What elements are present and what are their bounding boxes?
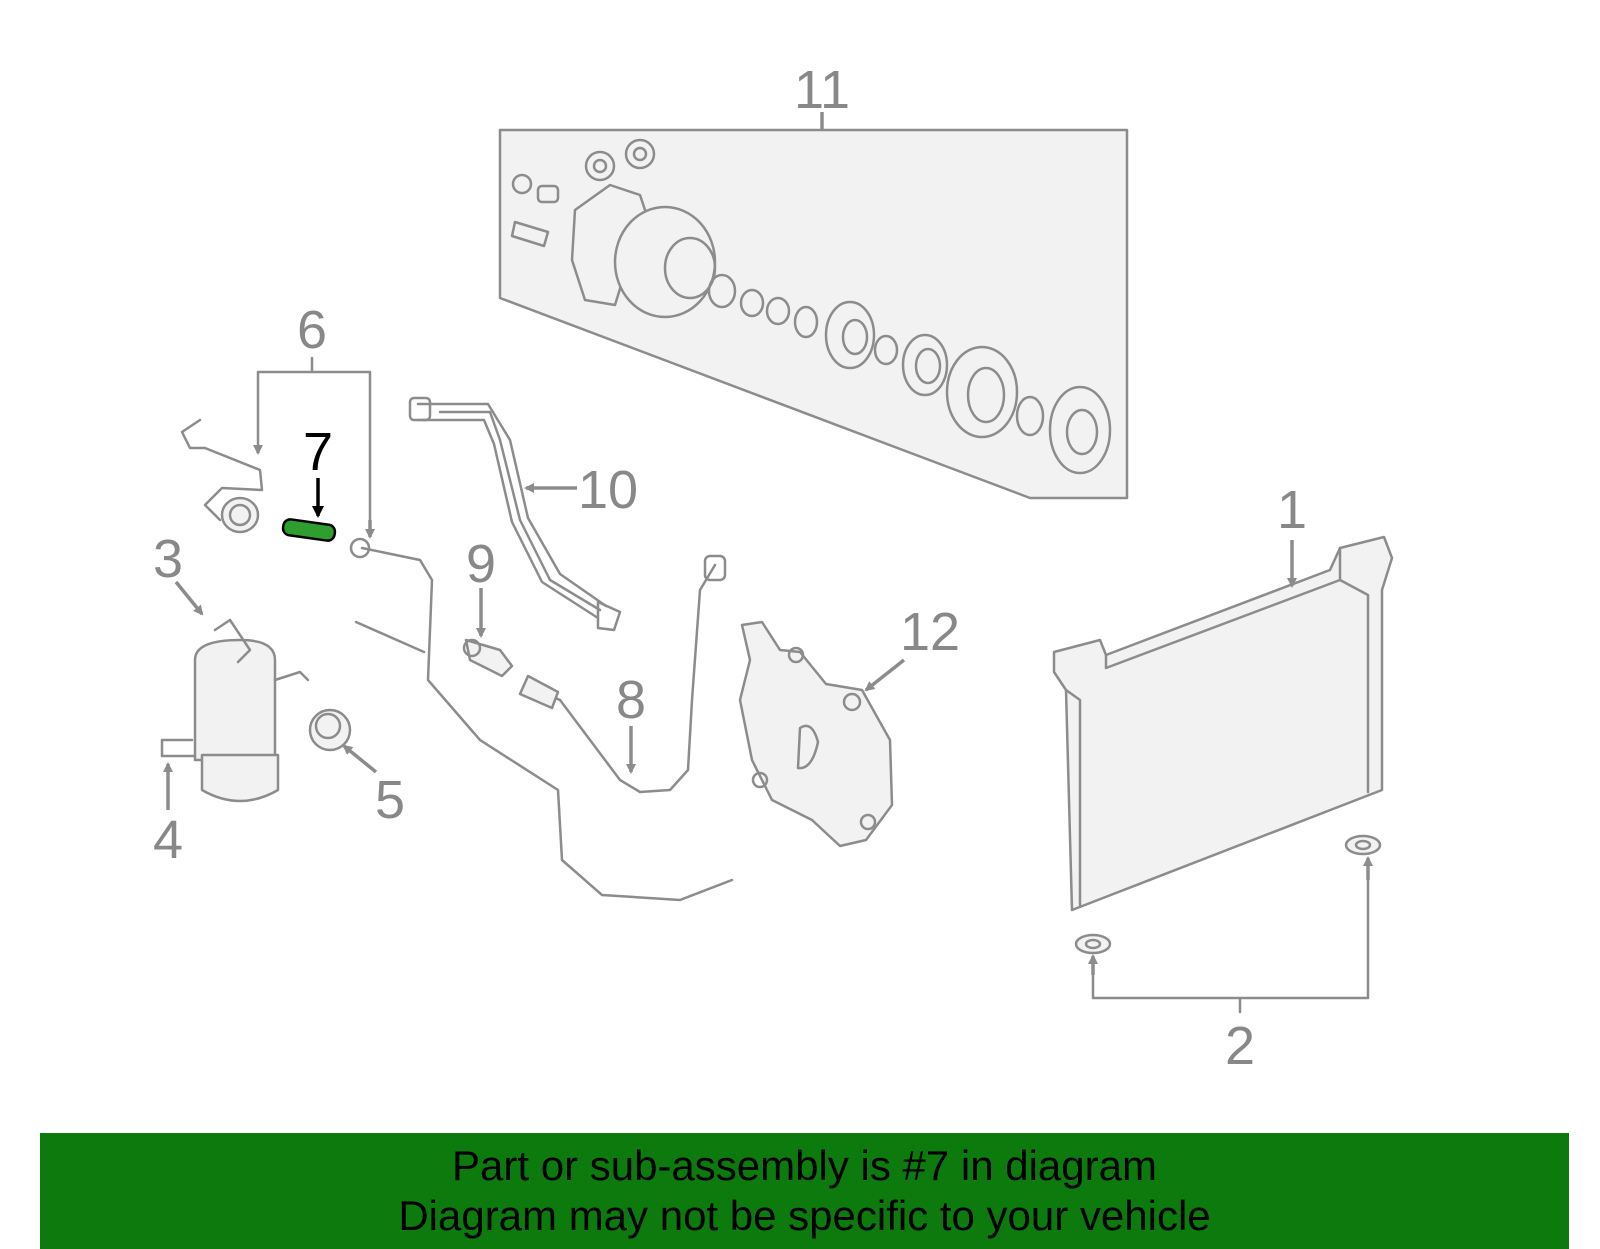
- seals-2: [1074, 834, 1382, 1014]
- callout-5: 5: [375, 770, 405, 830]
- pressure-switch-9: [462, 638, 514, 678]
- callout-6: 6: [297, 300, 327, 360]
- bracket-12: [738, 620, 894, 848]
- callout-9: 9: [466, 534, 496, 594]
- seal-5: [308, 708, 352, 752]
- hose-8: [518, 554, 727, 794]
- callout-11: 11: [794, 60, 850, 120]
- hose-6: [180, 356, 734, 902]
- footer-line-1: Part or sub-assembly is #7 in diagram: [452, 1142, 1157, 1189]
- callout-3: 3: [153, 529, 183, 589]
- callout-7: 7: [303, 422, 333, 482]
- highlighted-part-7: [281, 518, 337, 542]
- leader-lines: [163, 445, 1373, 975]
- callout-12: 12: [900, 602, 960, 662]
- hose-10: [408, 396, 622, 632]
- callout-1: 1: [1277, 480, 1307, 540]
- footer-banner: Part or sub-assembly is #7 in diagram Di…: [40, 1133, 1569, 1249]
- callout-2: 2: [1225, 1016, 1255, 1076]
- callout-10: 10: [578, 460, 638, 520]
- condenser-1: [1052, 535, 1394, 912]
- callout-4: 4: [153, 810, 183, 870]
- footer-line-2: Diagram may not be specific to your vehi…: [398, 1192, 1211, 1239]
- compressor-kit: [498, 112, 1129, 500]
- accumulator-3: [160, 618, 310, 803]
- callout-8: 8: [616, 670, 646, 730]
